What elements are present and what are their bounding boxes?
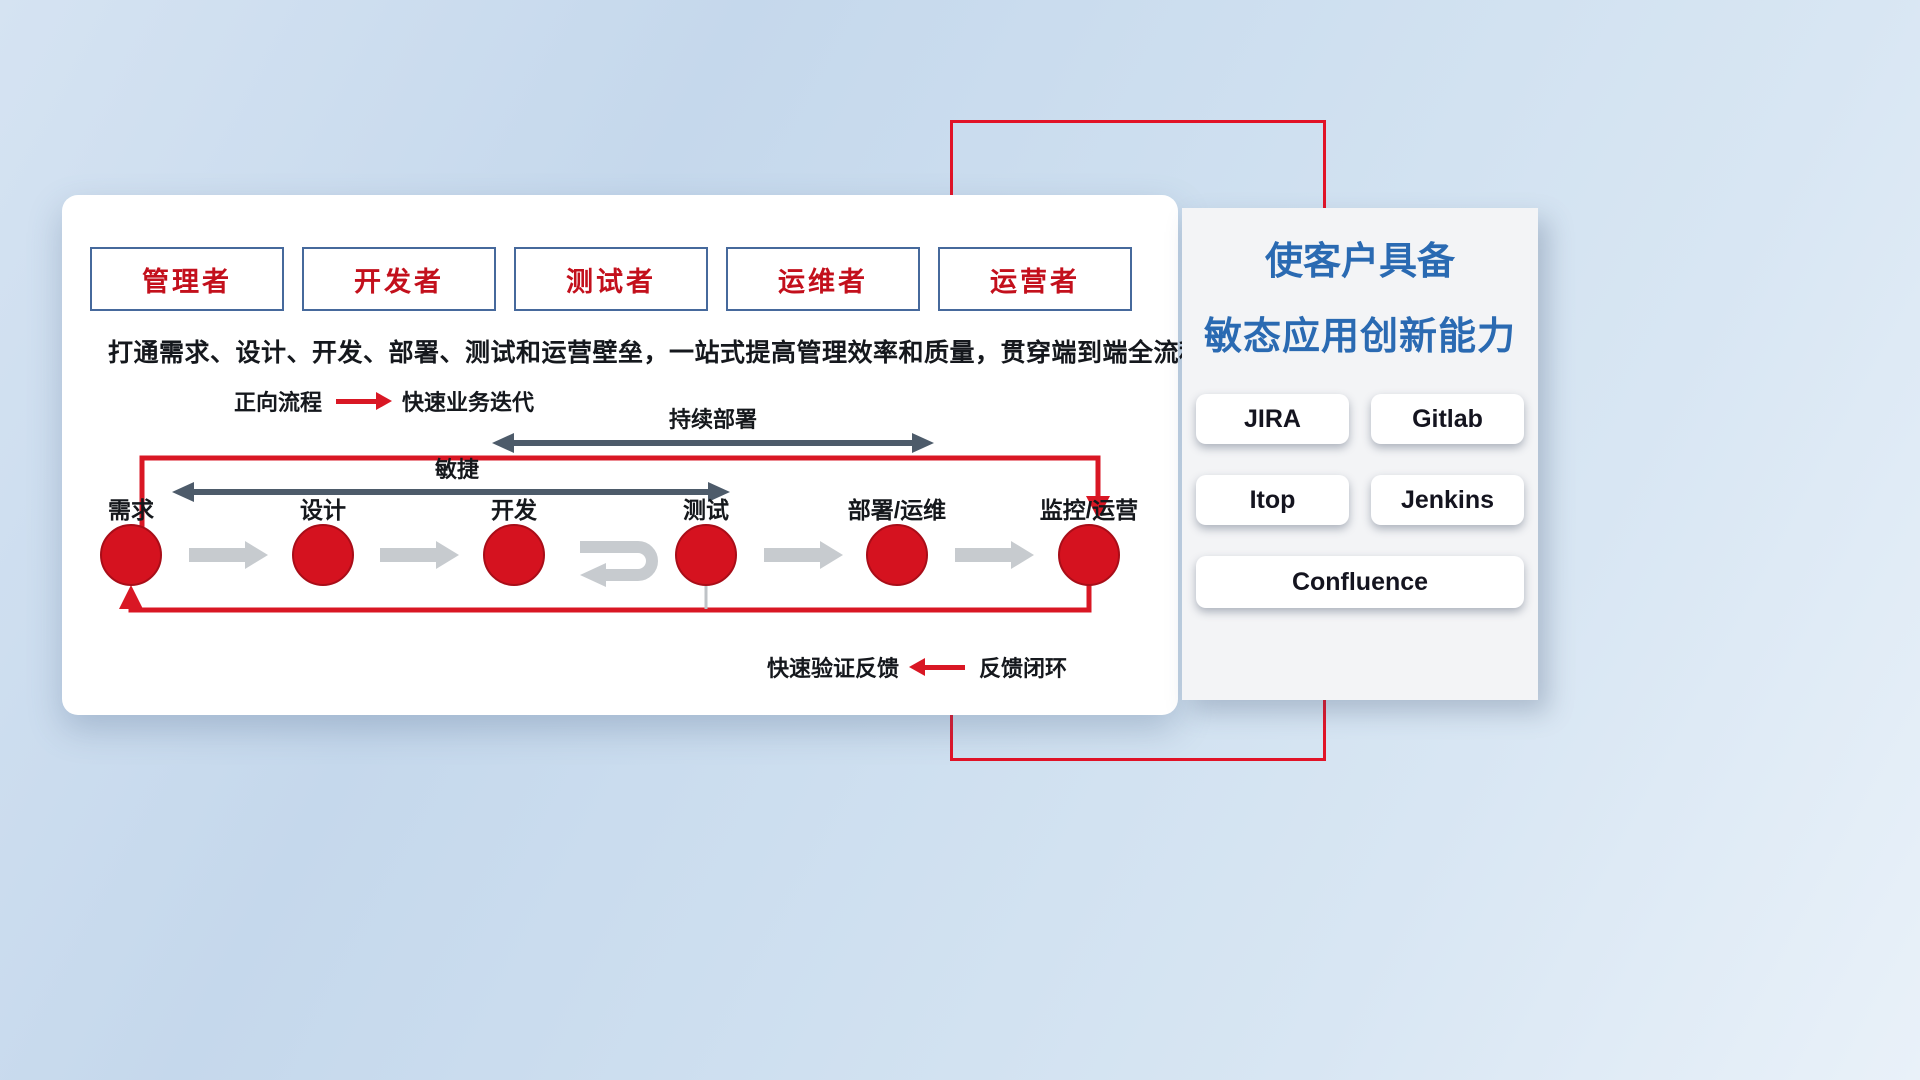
flow-subtitle: 打通需求、设计、开发、部署、测试和运营壁垒，一站式提高管理效率和质量，贯穿端到端… — [108, 339, 1205, 367]
deploy-span-arrow-left-head — [492, 433, 514, 453]
role-box-tester: 测试者 — [514, 247, 708, 311]
stage-label-development: 开发 — [491, 497, 537, 523]
capability-title-line2: 敏态应用创新能力 — [1203, 316, 1516, 358]
tool-chip-gitlab: Gitlab — [1371, 394, 1524, 444]
iteration-loop-icon — [580, 541, 658, 581]
stage-label-requirements: 需求 — [108, 497, 154, 523]
stage-label-monitor-operations: 监控/运营 — [1040, 497, 1138, 523]
stage-label-design: 设计 — [300, 497, 346, 523]
role-box-ops: 运维者 — [726, 247, 920, 311]
flow-diagram: 敏捷 持续部署 需求 设计 开发 测试 部署/运维 监控/运营 — [100, 407, 1138, 613]
role-box-operator: 运营者 — [938, 247, 1132, 311]
flow-arrow-3-head — [820, 541, 843, 569]
tool-chip-itop: Itop — [1196, 475, 1349, 525]
stage-circle-deploy-ops — [866, 524, 928, 586]
legend-forward-label: 正向流程 — [234, 390, 323, 415]
stage-circle-monitor-operations — [1058, 524, 1120, 586]
stage-label-testing: 测试 — [683, 497, 729, 523]
role-label: 运营者 — [990, 266, 1080, 297]
flow-arrow-1-head — [245, 541, 268, 569]
agile-label: 敏捷 — [434, 457, 480, 482]
forward-loop-arrowhead — [1086, 496, 1110, 519]
capability-title-line1: 使客户具备 — [1264, 241, 1455, 283]
stage-circle-requirements — [100, 524, 162, 586]
role-label: 运维者 — [778, 266, 868, 297]
agile-span-arrow-right-head — [708, 482, 730, 502]
role-label: 测试者 — [566, 266, 656, 297]
feedback-arrow-icon — [909, 657, 966, 676]
forward-arrow-icon — [336, 391, 393, 410]
stage-circle-design — [292, 524, 354, 586]
flow-arrow-2-head — [436, 541, 459, 569]
legend-forward-desc: 快速业务迭代 — [402, 390, 535, 415]
legend-forward: 正向流程 快速业务迭代 — [234, 385, 534, 417]
legend-feedback-label: 快速验证反馈 — [767, 656, 900, 681]
tools-grid: JIRA Gitlab Itop Jenkins Confluence — [1196, 394, 1524, 608]
feedback-loop-line — [128, 585, 1092, 613]
devops-flow-card: 管理者 开发者 测试者 运维者 运营者 打通需求、设计、开发、部署、测试和运营壁… — [62, 195, 1205, 715]
stage-circle-testing — [675, 524, 737, 586]
tool-chip-jenkins: Jenkins — [1371, 475, 1524, 525]
deploy-span-arrow-right-head — [912, 433, 934, 453]
forward-loop-line — [139, 455, 1101, 528]
feedback-loop-arrowhead — [119, 585, 143, 609]
tool-chip-jira: JIRA — [1196, 394, 1349, 444]
stage-circle-development — [483, 524, 545, 586]
role-label: 管理者 — [142, 266, 232, 297]
legend-feedback: 快速验证反馈 反馈闭环 — [767, 651, 1067, 683]
flow-arrow-4-head — [1011, 541, 1034, 569]
role-box-developer: 开发者 — [302, 247, 496, 311]
capability-panel: 使客户具备 敏态应用创新能力 JIRA Gitlab Itop Jenkins … — [1182, 208, 1538, 700]
role-box-manager: 管理者 — [90, 247, 284, 311]
stage-label-deploy-ops: 部署/运维 — [848, 497, 946, 523]
tool-chip-confluence: Confluence — [1196, 556, 1524, 608]
role-label: 开发者 — [354, 266, 444, 297]
iteration-loop-arrowhead — [580, 563, 606, 587]
capability-title: 使客户具备 敏态应用创新能力 — [1182, 238, 1538, 361]
roles-row: 管理者 开发者 测试者 运维者 运营者 — [90, 247, 1132, 311]
deploy-label: 持续部署 — [669, 407, 757, 432]
legend-feedback-desc: 反馈闭环 — [979, 656, 1068, 681]
agile-span-arrow-left-head — [172, 482, 194, 502]
